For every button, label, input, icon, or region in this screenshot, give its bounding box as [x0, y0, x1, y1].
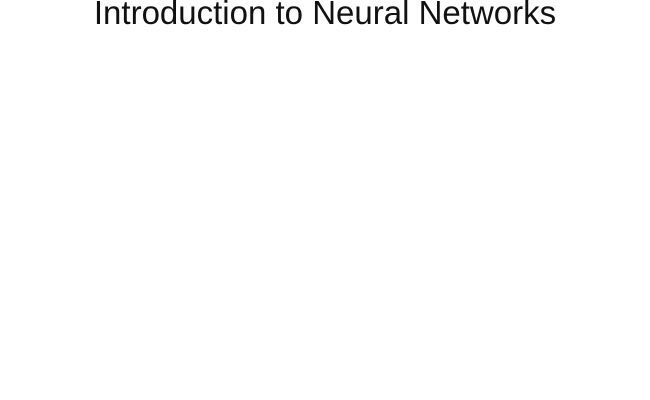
slide-title: Introduction to Neural Networks — [93, 0, 557, 31]
slide-body — [0, 40, 650, 400]
